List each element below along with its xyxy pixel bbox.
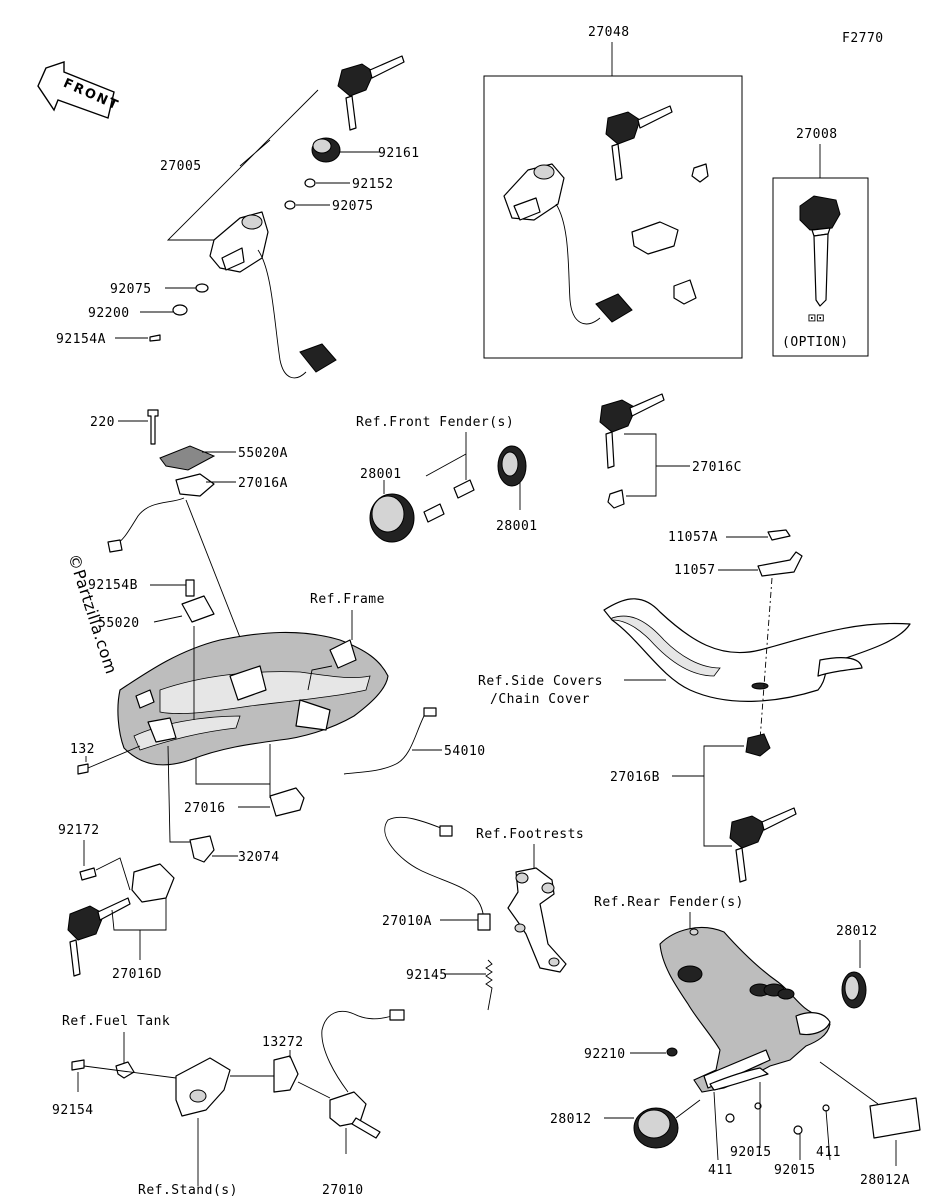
cable-27010 — [321, 1010, 393, 1093]
ignition-switch-27005 — [149, 55, 405, 379]
label-92210: 92210 — [584, 1047, 626, 1062]
label-27016: 27016 — [184, 801, 226, 816]
label-92075-a: 92075 — [332, 199, 374, 214]
label-92015-b: 92015 — [774, 1163, 816, 1178]
lock-bracket-27016A — [107, 409, 216, 553]
grommets-28012 — [633, 971, 921, 1149]
label-27005: 27005 — [160, 159, 202, 174]
leader-27005 — [166, 89, 319, 241]
ref-fuel-tank: Ref.Fuel Tank — [62, 1014, 170, 1029]
label-411-a: 411 — [708, 1163, 733, 1178]
figure-code: F2770 — [842, 31, 884, 46]
label-27008: 27008 — [796, 127, 838, 142]
label-28012A: 28012A — [860, 1173, 910, 1188]
bracket-11057 — [757, 551, 803, 577]
front-arrow-icon: FRONT — [37, 61, 122, 119]
label-11057A: 11057A — [668, 530, 718, 545]
label-28012-b: 28012 — [550, 1112, 592, 1127]
label-27016B: 27016B — [610, 770, 660, 785]
label-92152: 92152 — [352, 177, 394, 192]
option-box-27008 — [772, 177, 869, 357]
bracket-32074 — [189, 835, 215, 863]
label-92015-a: 92015 — [730, 1145, 772, 1160]
footrest-bracket — [507, 867, 567, 973]
option-symbol: ⊡⊡ — [808, 311, 825, 326]
key-lock-27016C — [599, 393, 665, 509]
label-27010: 27010 — [322, 1183, 364, 1198]
ref-front-fender: Ref.Front Fender(s) — [356, 415, 514, 430]
label-92172: 92172 — [58, 823, 100, 838]
option-label: (OPTION) — [782, 335, 849, 350]
label-92154B: 92154B — [88, 578, 138, 593]
watermark: ©Partzilla.com — [64, 551, 121, 676]
label-220: 220 — [90, 415, 115, 430]
label-28001-b: 28001 — [496, 519, 538, 534]
bolt-132 — [77, 763, 89, 775]
label-28001-a: 28001 — [360, 467, 402, 482]
label-92200: 92200 — [88, 306, 130, 321]
label-54010: 54010 — [444, 744, 486, 759]
label-55020A: 55020A — [238, 446, 288, 461]
side-cover — [603, 598, 911, 702]
ref-stand: Ref.Stand(s) — [138, 1183, 238, 1198]
kit-27048-parts — [503, 105, 709, 325]
spring-92145 — [485, 959, 493, 1011]
label-11057: 11057 — [674, 563, 716, 578]
rear-fender — [659, 927, 831, 1093]
key-lock-27016D — [67, 863, 175, 977]
label-411-b: 411 — [816, 1145, 841, 1160]
label-27016C: 27016C — [692, 460, 742, 475]
label-132: 132 — [70, 742, 95, 757]
label-27016A: 27016A — [238, 476, 288, 491]
ref-frame: Ref.Frame — [310, 592, 385, 607]
label-92154: 92154 — [52, 1103, 94, 1118]
label-28012-a: 28012 — [836, 924, 878, 939]
ref-rear-fender: Ref.Rear Fender(s) — [594, 895, 744, 910]
clip-11057A — [767, 529, 791, 541]
label-27048: 27048 — [588, 25, 630, 40]
ref-side-covers-2: /Chain Cover — [490, 692, 590, 707]
bracket-27016 — [269, 787, 305, 817]
label-92145: 92145 — [406, 968, 448, 983]
frame — [117, 579, 389, 766]
label-55020: 55020 — [98, 616, 140, 631]
ref-side-covers-1: Ref.Side Covers — [478, 674, 603, 689]
label-27016D: 27016D — [112, 967, 162, 982]
key-icon — [799, 195, 841, 307]
key-lock-27016B — [729, 733, 797, 883]
label-13272: 13272 — [262, 1035, 304, 1050]
grommet-28001 — [369, 445, 527, 543]
label-92161: 92161 — [378, 146, 420, 161]
cable-27010A — [384, 816, 485, 925]
cable-54010 — [343, 711, 427, 775]
label-27010A: 27010A — [382, 914, 432, 929]
label-32074: 32074 — [238, 850, 280, 865]
label-92075-b: 92075 — [110, 282, 152, 297]
kit-box-27048 — [483, 75, 743, 359]
ref-footrests: Ref.Footrests — [476, 827, 584, 842]
stand-switch-parts — [71, 1055, 381, 1139]
label-92154A: 92154A — [56, 332, 106, 347]
